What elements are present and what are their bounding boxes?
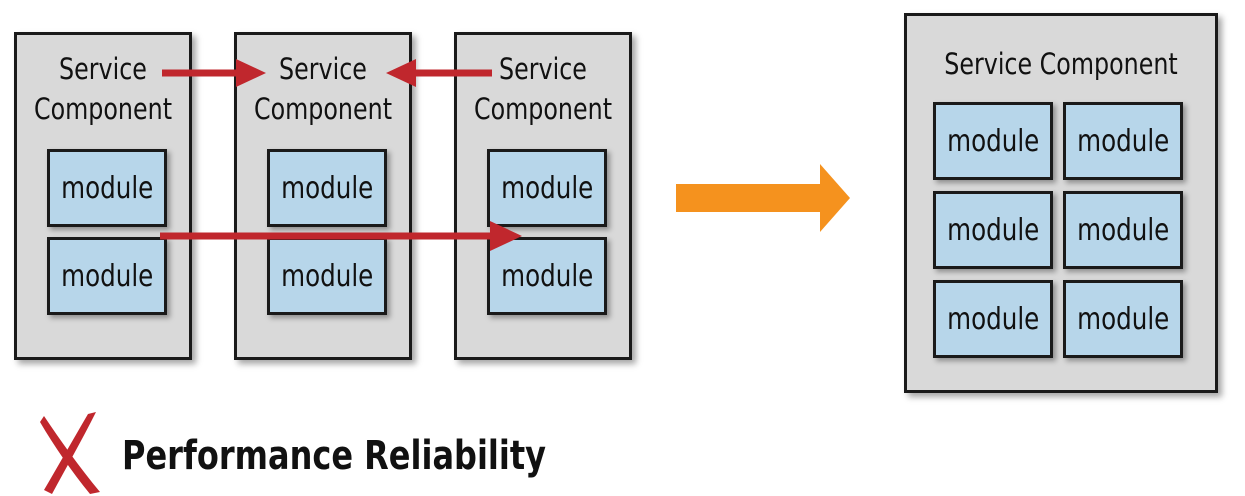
module-box: module (47, 237, 167, 315)
service-component-title-line1: Service (279, 52, 367, 86)
service-component-2: Service Component module module (234, 32, 412, 360)
module-label: module (946, 123, 1040, 159)
consolidated-service-component: Service Component module module module m… (904, 13, 1218, 393)
module-box: module (267, 237, 387, 315)
caption-text: Performance Reliability (122, 433, 546, 479)
module-label: module (1076, 123, 1170, 159)
module-label: module (60, 170, 154, 206)
module-label: module (1076, 301, 1170, 337)
module-label: module (60, 258, 154, 294)
module-box: module (47, 149, 167, 227)
module-label: module (280, 170, 374, 206)
service-component-title-line1: Service (59, 52, 147, 86)
service-component-title-line2: Component (253, 92, 393, 126)
module-box: module (487, 149, 607, 227)
module-box: module (487, 237, 607, 315)
right-arrow-icon (676, 164, 850, 232)
module-box: module (933, 102, 1053, 180)
cross-mark-icon (40, 412, 100, 494)
service-component-3: Service Component module module (454, 32, 632, 360)
module-box: module (933, 280, 1053, 358)
module-label: module (280, 258, 374, 294)
module-label: module (500, 170, 594, 206)
service-component-1: Service Component module module (14, 32, 192, 360)
module-label: module (500, 258, 594, 294)
module-box: module (1063, 280, 1183, 358)
module-box: module (267, 149, 387, 227)
module-box: module (1063, 102, 1183, 180)
consolidated-title: Service Component (944, 47, 1178, 81)
service-component-title-line1: Service (499, 52, 587, 86)
module-box: module (1063, 191, 1183, 269)
module-box: module (933, 191, 1053, 269)
module-label: module (946, 301, 1040, 337)
module-label: module (946, 212, 1040, 248)
module-label: module (1076, 212, 1170, 248)
service-component-title-line2: Component (33, 92, 173, 126)
service-component-title-line2: Component (473, 92, 613, 126)
